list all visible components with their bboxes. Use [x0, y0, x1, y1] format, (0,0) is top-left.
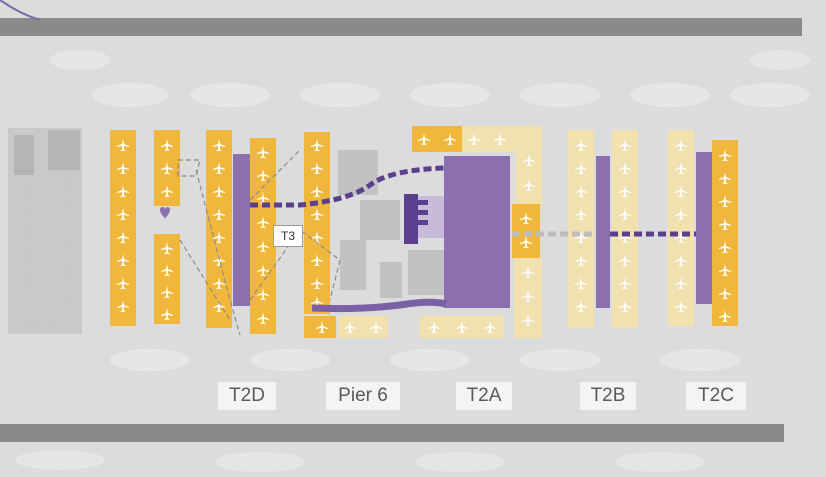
approach-path [0, 0, 41, 21]
route-line [250, 165, 445, 208]
heart-icon [160, 207, 170, 219]
terminal-t1-area [8, 128, 82, 334]
t2b-stands [568, 130, 638, 328]
runway-south [0, 424, 784, 442]
runway-north [0, 18, 802, 36]
pier-6-label: Pier 6 [326, 382, 400, 410]
terminal-t2b-label: T2B [580, 382, 636, 410]
taxiway-pattern [15, 50, 810, 472]
t2d-stands [110, 130, 276, 334]
terminal-t2d-label: T2D [218, 382, 276, 410]
transit-link [311, 298, 447, 313]
walkway-outline [177, 149, 341, 336]
t2a-stands [404, 126, 542, 338]
t2c-stands [668, 130, 738, 326]
terminal-t3-label: T3 [273, 225, 303, 247]
terminal-t2c-label: T2C [686, 382, 746, 410]
terminal-t2a-label: T2A [456, 382, 512, 410]
central-buildings [338, 150, 444, 298]
